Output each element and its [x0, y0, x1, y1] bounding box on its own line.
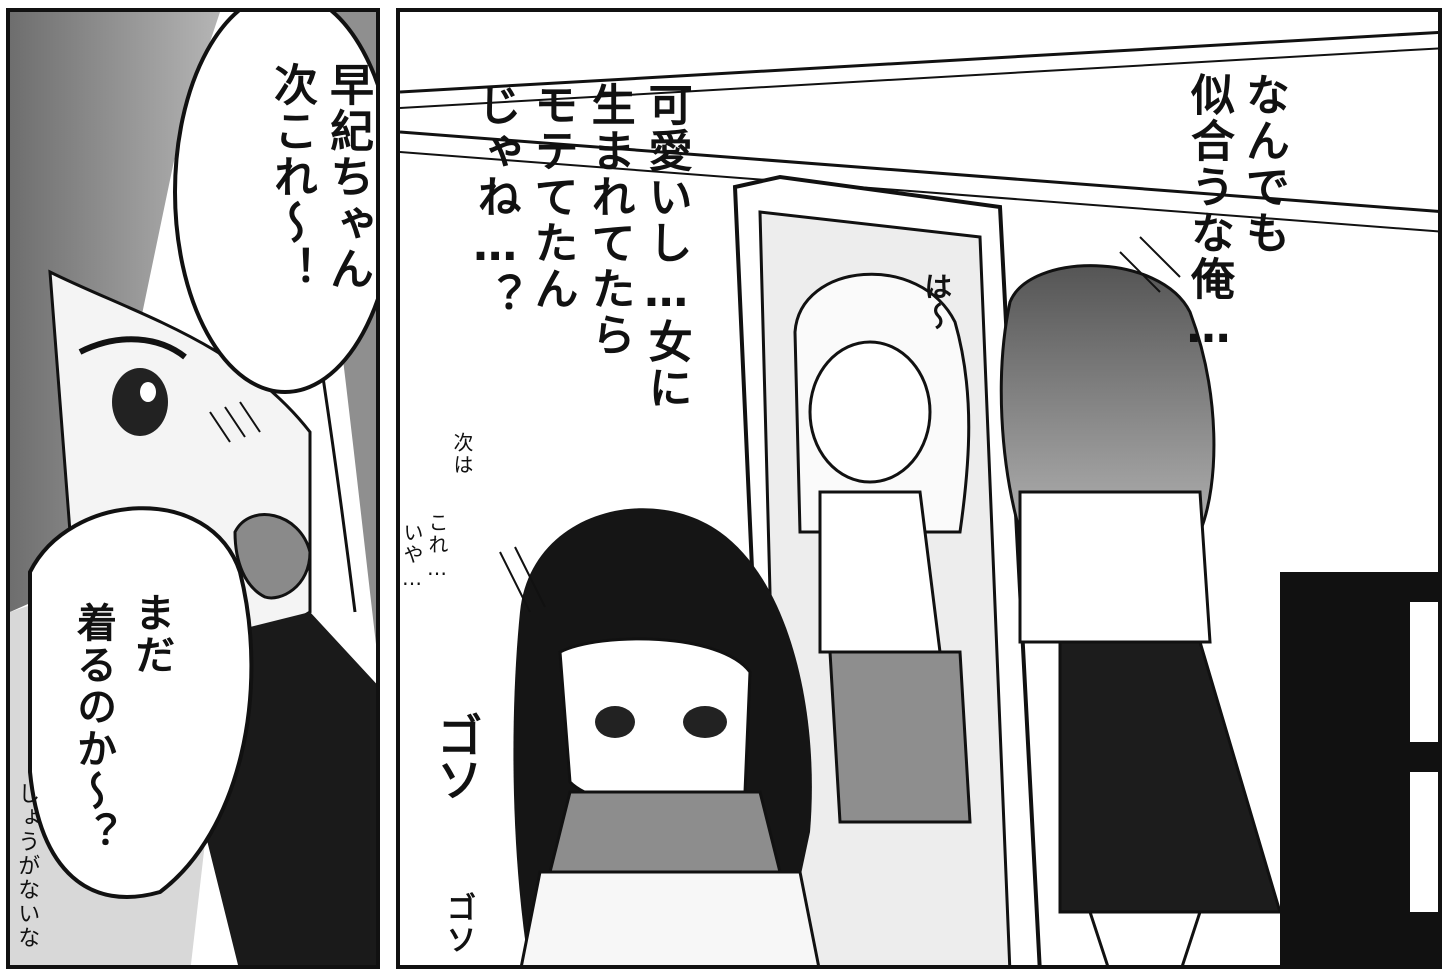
left-panel-art [10, 12, 376, 965]
mutter-line-2: これ… [425, 512, 449, 582]
thought2-line-3: モテてたん [526, 82, 578, 312]
thought2-line-2: 生まれてたら [583, 82, 635, 358]
thought-line-1: なんでも [1238, 72, 1289, 256]
rummage-sfx-1: ゴソ [429, 712, 484, 800]
aside-text: しょうがないな [14, 782, 40, 950]
mutter-line-3: いや… [400, 522, 424, 592]
mutter-line-1: 次は [450, 432, 474, 476]
speech-bubble-reply-line2: 着るのか〜？ [70, 602, 116, 854]
speech-bubble-saki-line2: 次これ〜！ [265, 62, 317, 292]
mirror-sigh-sfx: は〜 [920, 272, 954, 332]
speech-bubble-reply: まだ [128, 592, 174, 676]
thought2-line-4: じゃね…？ [469, 82, 521, 319]
bubble-line-1: 早紀ちゃん [322, 62, 373, 292]
left-panel: 早紀ちゃん 次これ〜！ まだ 着るのか〜？ しょうがないな [6, 8, 380, 969]
right-panel-art [400, 30, 1438, 965]
reply-line-2: 着るのか〜？ [70, 602, 116, 854]
rummage-sfx-2: ゴソ [440, 892, 476, 956]
bubble-line-2: 次これ〜！ [266, 62, 317, 292]
right-panel: なんでも 似合うな俺… 可愛いし…女に 生まれてたら モテてたん じゃね…？ は… [396, 8, 1442, 969]
thought-line-2: 似合うな俺… [1183, 72, 1234, 355]
speech-bubble-saki: 早紀ちゃん [321, 62, 373, 292]
thought2-line-1: 可愛いし…女に [640, 82, 692, 411]
reply-line-1: まだ [128, 592, 174, 676]
